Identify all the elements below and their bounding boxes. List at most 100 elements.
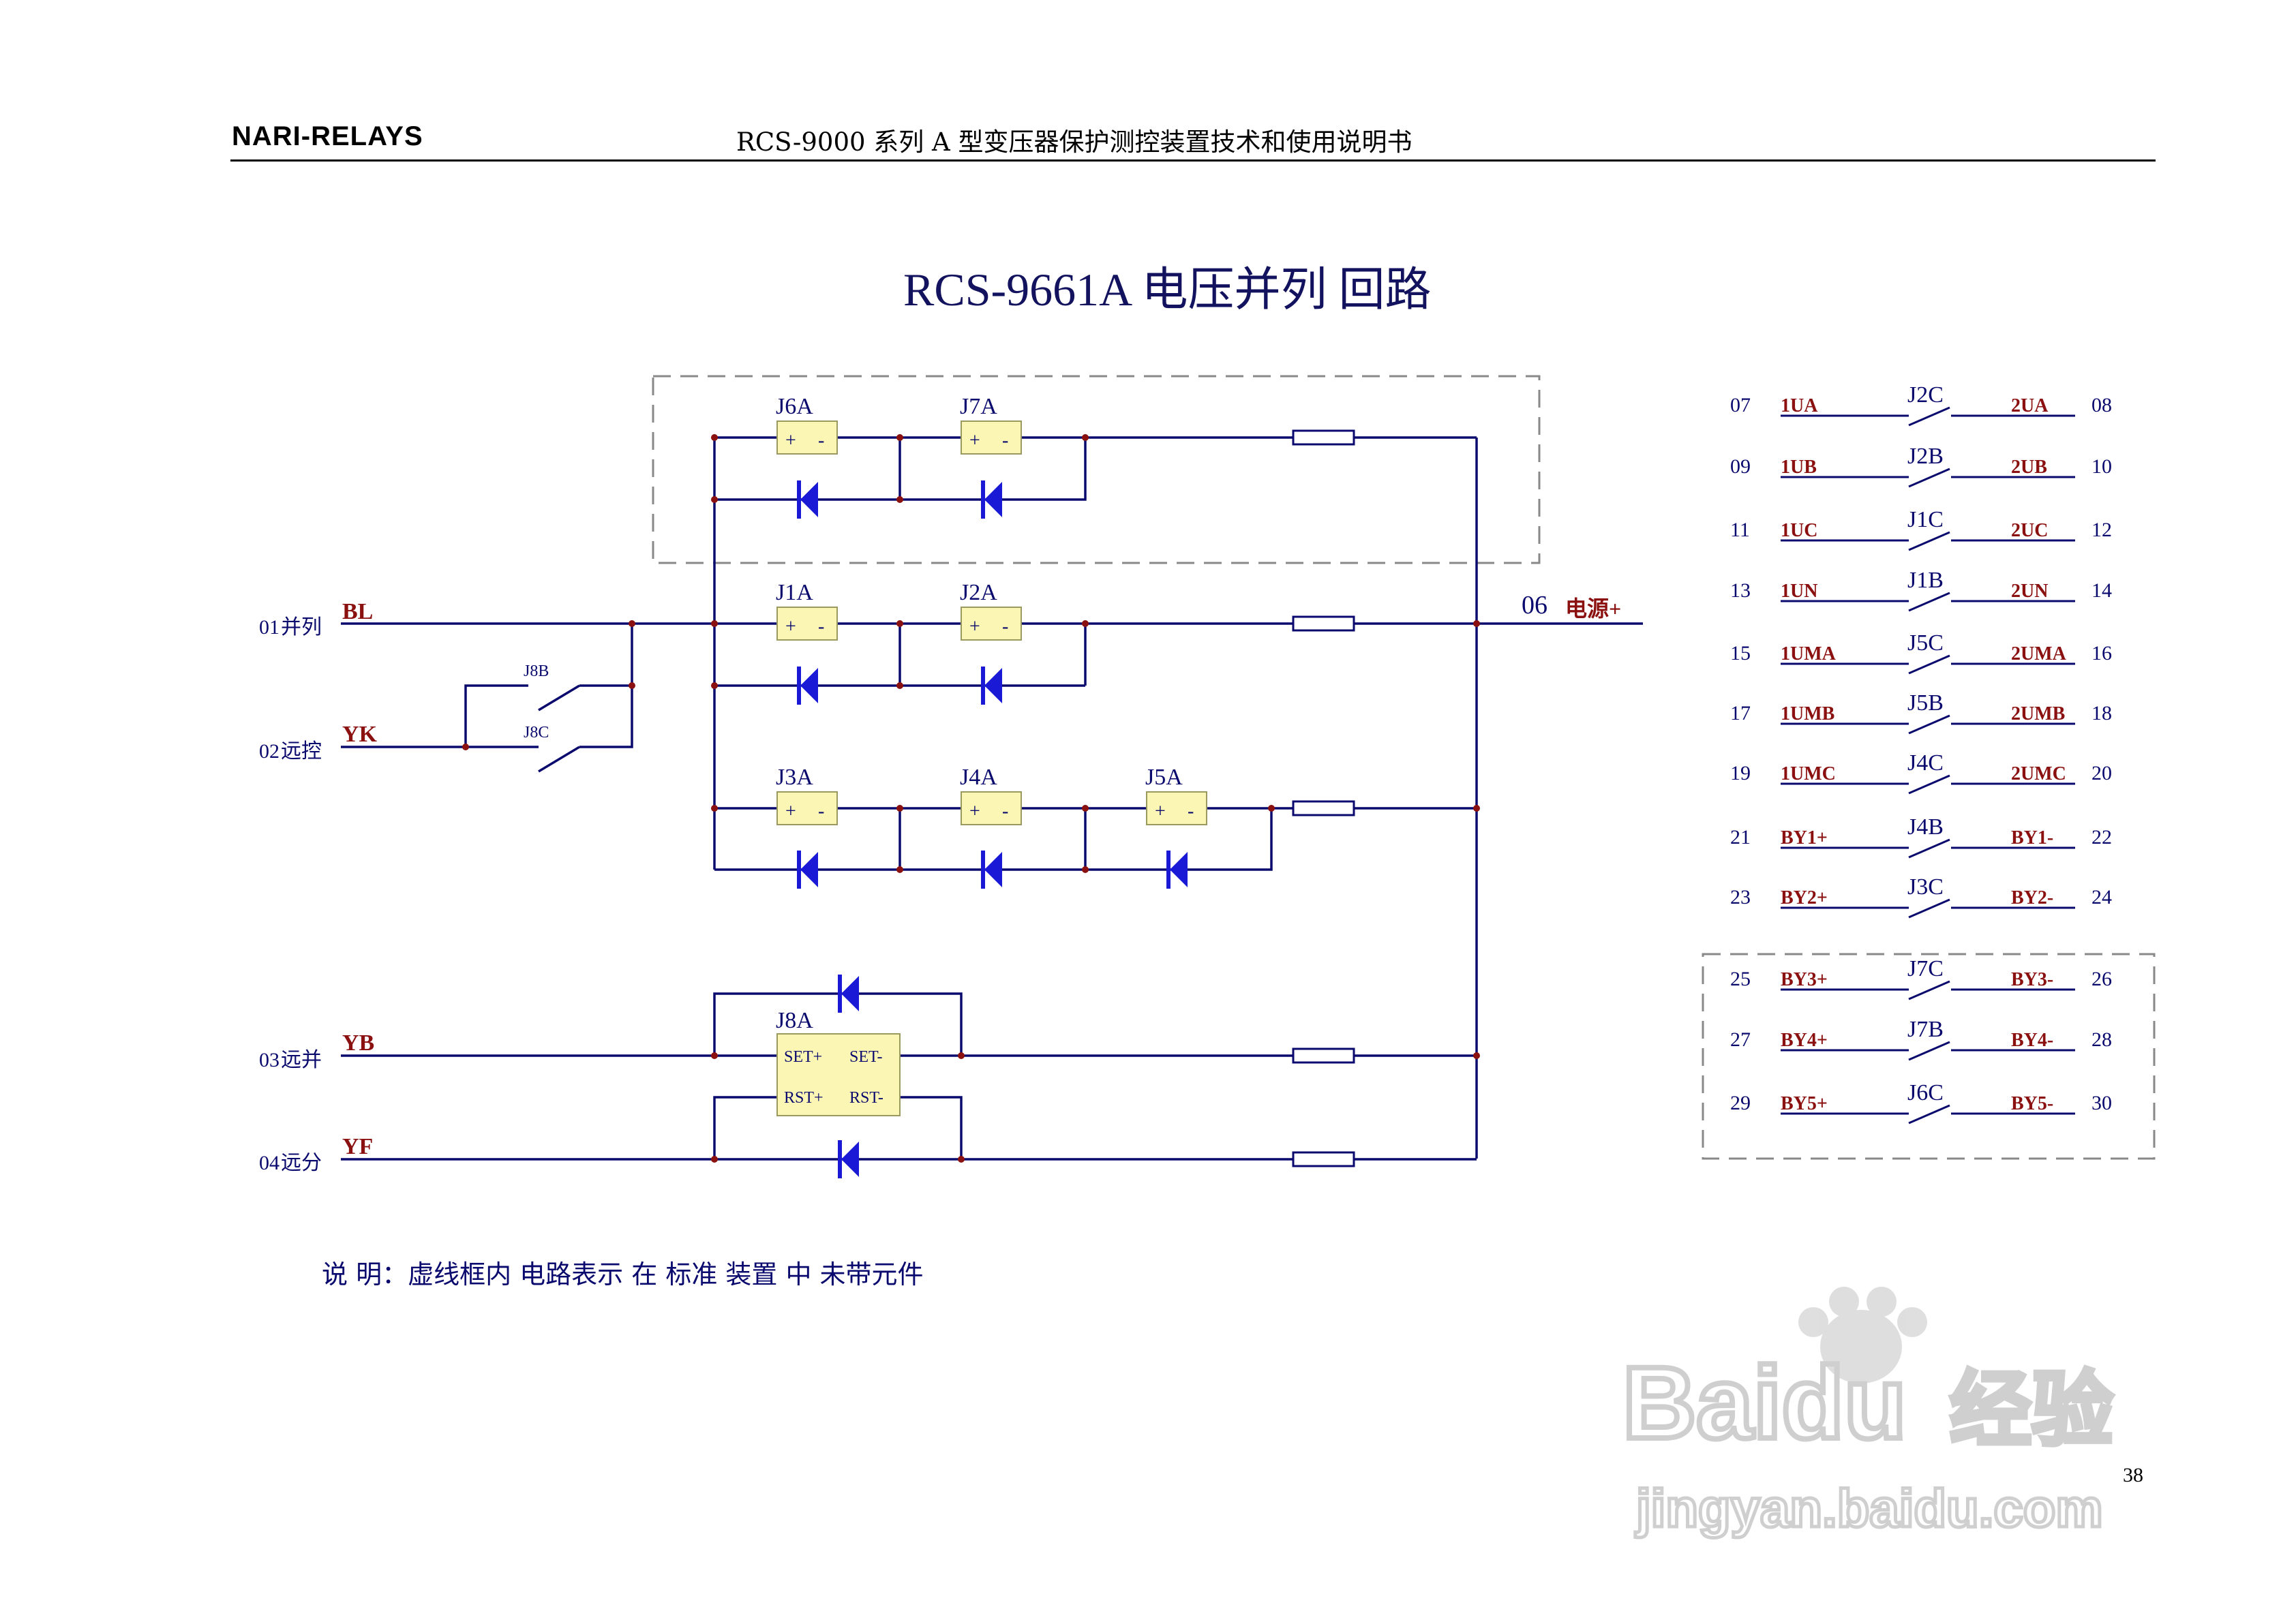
header-brand: NARI-RELAYS [232, 121, 423, 151]
terminal-left-signal: BY4+ [1781, 1030, 1828, 1051]
terminal-right-num: 08 [2091, 394, 2112, 416]
input-num: 02 [259, 740, 280, 763]
terminal-relay: J7C [1907, 956, 1944, 981]
coil-label: J3A [776, 765, 813, 790]
terminal-right-signal: BY1- [2011, 827, 2053, 848]
svg-text:RST+: RST+ [784, 1089, 824, 1107]
terminal-right-num: 10 [2091, 455, 2112, 478]
terminal-right-signal: 2UMB [2011, 703, 2065, 724]
diagram-note: 说 明：虚线框内 电路表示 在 标准 装置 中 未带元件 [322, 1259, 924, 1289]
contact-label: J8C [524, 724, 549, 741]
svg-text:SET-: SET- [849, 1048, 882, 1066]
terminal-left-num: 15 [1730, 642, 1751, 664]
terminal-left-num: 19 [1730, 762, 1751, 784]
input-signal: YB [342, 1030, 374, 1056]
terminal-left-num: 13 [1730, 579, 1751, 602]
terminal-left-num: 27 [1730, 1028, 1751, 1051]
paw-icon [1798, 1287, 1927, 1383]
terminal-left-num: 21 [1730, 826, 1751, 848]
coil-j4a: J4A + - [960, 765, 1022, 825]
diode [799, 667, 818, 705]
terminal-right-num: 30 [2091, 1092, 2112, 1114]
svg-text:-: - [1002, 801, 1008, 822]
svg-text:-: - [1188, 801, 1194, 822]
terminal-left-signal: 1UMB [1781, 703, 1834, 724]
terminal-left-num: 25 [1730, 968, 1751, 990]
coil-j7a: J7A + - [960, 394, 1022, 455]
optional-terminals-box [1702, 953, 2156, 1160]
resistor [1292, 429, 1355, 446]
terminal-relay: J1B [1907, 568, 1944, 593]
terminal-left-signal: 1UB [1781, 457, 1817, 478]
diode [983, 851, 1002, 889]
output-label: 电源+ [1565, 596, 1621, 621]
svg-text:+: + [969, 801, 980, 822]
coil-label: J5A [1145, 765, 1183, 790]
resistor [1292, 1047, 1355, 1064]
diode [840, 1140, 859, 1178]
page-number: 38 [2123, 1464, 2143, 1486]
svg-text:+: + [785, 616, 796, 637]
svg-text:+: + [785, 430, 796, 451]
terminal-relay: J5C [1907, 630, 1944, 656]
svg-text:+: + [969, 430, 980, 451]
coil-j1a: J1A + - [776, 580, 838, 641]
terminal-row: 29 BY5+ J6C BY5- 30 [1730, 1080, 2112, 1124]
svg-text:-: - [818, 430, 824, 451]
input-num: 04 [259, 1152, 280, 1174]
terminal-left-signal: 1UC [1781, 520, 1817, 541]
terminal-right-signal: BY4- [2011, 1030, 2053, 1051]
diagram-title: RCS-9661A 电压并列 回路 [903, 264, 1432, 316]
input-signal: YF [342, 1134, 373, 1159]
terminal-relay: J3C [1907, 874, 1944, 900]
svg-text:-: - [1002, 616, 1008, 637]
diode [799, 851, 818, 889]
terminal-right-signal: 2UN [2011, 581, 2048, 602]
terminal-left-num: 23 [1730, 886, 1751, 908]
terminal-left-signal: 1UMA [1781, 643, 1837, 664]
terminal-left-num: 29 [1730, 1092, 1751, 1114]
terminal-right-signal: 2UMA [2011, 643, 2067, 664]
resistor [1292, 800, 1355, 816]
terminal-right-signal: 2UMC [2011, 763, 2066, 784]
input-num: 03 [259, 1049, 280, 1071]
terminal-relay: J4B [1907, 814, 1944, 840]
terminal-right-num: 24 [2091, 886, 2112, 908]
input-signal: BL [342, 599, 373, 624]
svg-text:SET+: SET+ [784, 1048, 822, 1066]
coil-label: J4A [960, 765, 997, 790]
svg-text:-: - [1002, 430, 1008, 451]
terminal-relay: J6C [1907, 1080, 1944, 1105]
terminal-left-num: 07 [1730, 394, 1751, 416]
diode [983, 667, 1002, 705]
svg-text:+: + [785, 801, 796, 822]
diode [983, 480, 1002, 519]
terminal-left-signal: BY1+ [1781, 827, 1828, 848]
terminal-relay: J4C [1907, 750, 1944, 776]
coil-j3a: J3A + - [776, 765, 838, 825]
terminal-right-signal: BY5- [2011, 1093, 2053, 1114]
input-name: 远并 [281, 1049, 322, 1071]
resistor [1292, 1151, 1355, 1167]
coil-label: J2A [960, 580, 997, 605]
terminal-right-num: 28 [2091, 1028, 2112, 1051]
terminal-right-num: 14 [2091, 579, 2112, 602]
terminal-right-signal: 2UC [2011, 520, 2048, 541]
terminal-left-signal: BY5+ [1781, 1093, 1828, 1114]
svg-text:+: + [1155, 801, 1166, 822]
terminal-relay: J5B [1907, 690, 1944, 716]
coil-label: J1A [776, 580, 813, 605]
terminal-right-num: 12 [2091, 519, 2112, 541]
terminal-left-signal: 1UA [1781, 395, 1818, 416]
